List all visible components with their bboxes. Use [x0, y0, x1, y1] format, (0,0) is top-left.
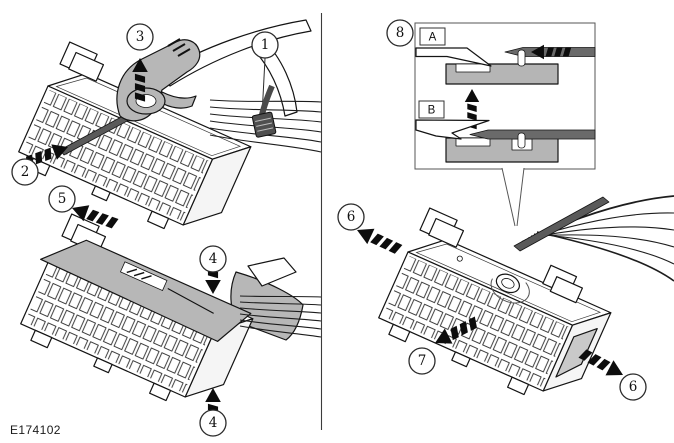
callout-6-right: 6 — [619, 373, 647, 401]
svg-text:7: 7 — [418, 353, 427, 369]
detail-label-a-box — [419, 27, 446, 46]
detail-inset: A B 8 — [386, 19, 596, 227]
svg-text:6: 6 — [629, 379, 638, 395]
callout-3: 3 — [126, 23, 154, 51]
cover-slider-latch — [120, 261, 168, 291]
terminal-removal-blade — [513, 196, 610, 252]
connector-body-step2 — [15, 212, 263, 420]
detail-label-a: A — [429, 32, 437, 44]
end-face-window — [555, 327, 598, 378]
lock-tab-b — [517, 132, 526, 149]
inset-pointer-fill — [502, 167, 524, 227]
release-lever — [116, 38, 201, 122]
cable-tie-head — [251, 111, 277, 138]
svg-text:6: 6 — [347, 209, 356, 225]
detail-label-b: B — [428, 105, 436, 117]
callout-1: 1 — [251, 31, 279, 59]
step1-illustration: 3 1 2 — [11, 19, 322, 248]
step2-illustration: 5 4 4 — [15, 185, 322, 437]
pick-blade-b — [415, 119, 490, 140]
callout-4-bottom: 4 — [199, 409, 227, 437]
detail-a-diagram — [415, 44, 596, 85]
callout-7: 7 — [408, 347, 436, 375]
detail-label-b-box — [418, 100, 445, 119]
figure-code: E174102 — [10, 423, 61, 437]
svg-text:8: 8 — [396, 25, 405, 41]
callout-8: 8 — [386, 19, 414, 47]
wire-harness-step2 — [239, 295, 322, 338]
callout-6-left: 6 — [337, 203, 365, 231]
connector-cover — [40, 239, 252, 342]
pick-blade-a — [415, 47, 492, 67]
callout-5: 5 — [48, 185, 76, 213]
lock-tab-a — [517, 49, 526, 67]
callout-4-top: 4 — [199, 245, 227, 273]
connector-body-step3 — [373, 206, 621, 414]
terminal-b — [469, 129, 596, 140]
svg-text:3: 3 — [136, 29, 145, 45]
svg-text:4: 4 — [209, 415, 218, 431]
svg-text:5: 5 — [58, 191, 67, 207]
harness-clip — [247, 257, 297, 287]
svg-text:1: 1 — [261, 37, 270, 53]
arrow-slide-left — [353, 222, 404, 258]
wire-harness-step3 — [521, 195, 674, 282]
step3-illustration: 6 7 6 — [337, 195, 674, 414]
svg-text:2: 2 — [21, 164, 30, 180]
detail-b-diagram — [415, 119, 596, 163]
callout-2: 2 — [11, 158, 39, 186]
svg-text:4: 4 — [209, 251, 218, 267]
